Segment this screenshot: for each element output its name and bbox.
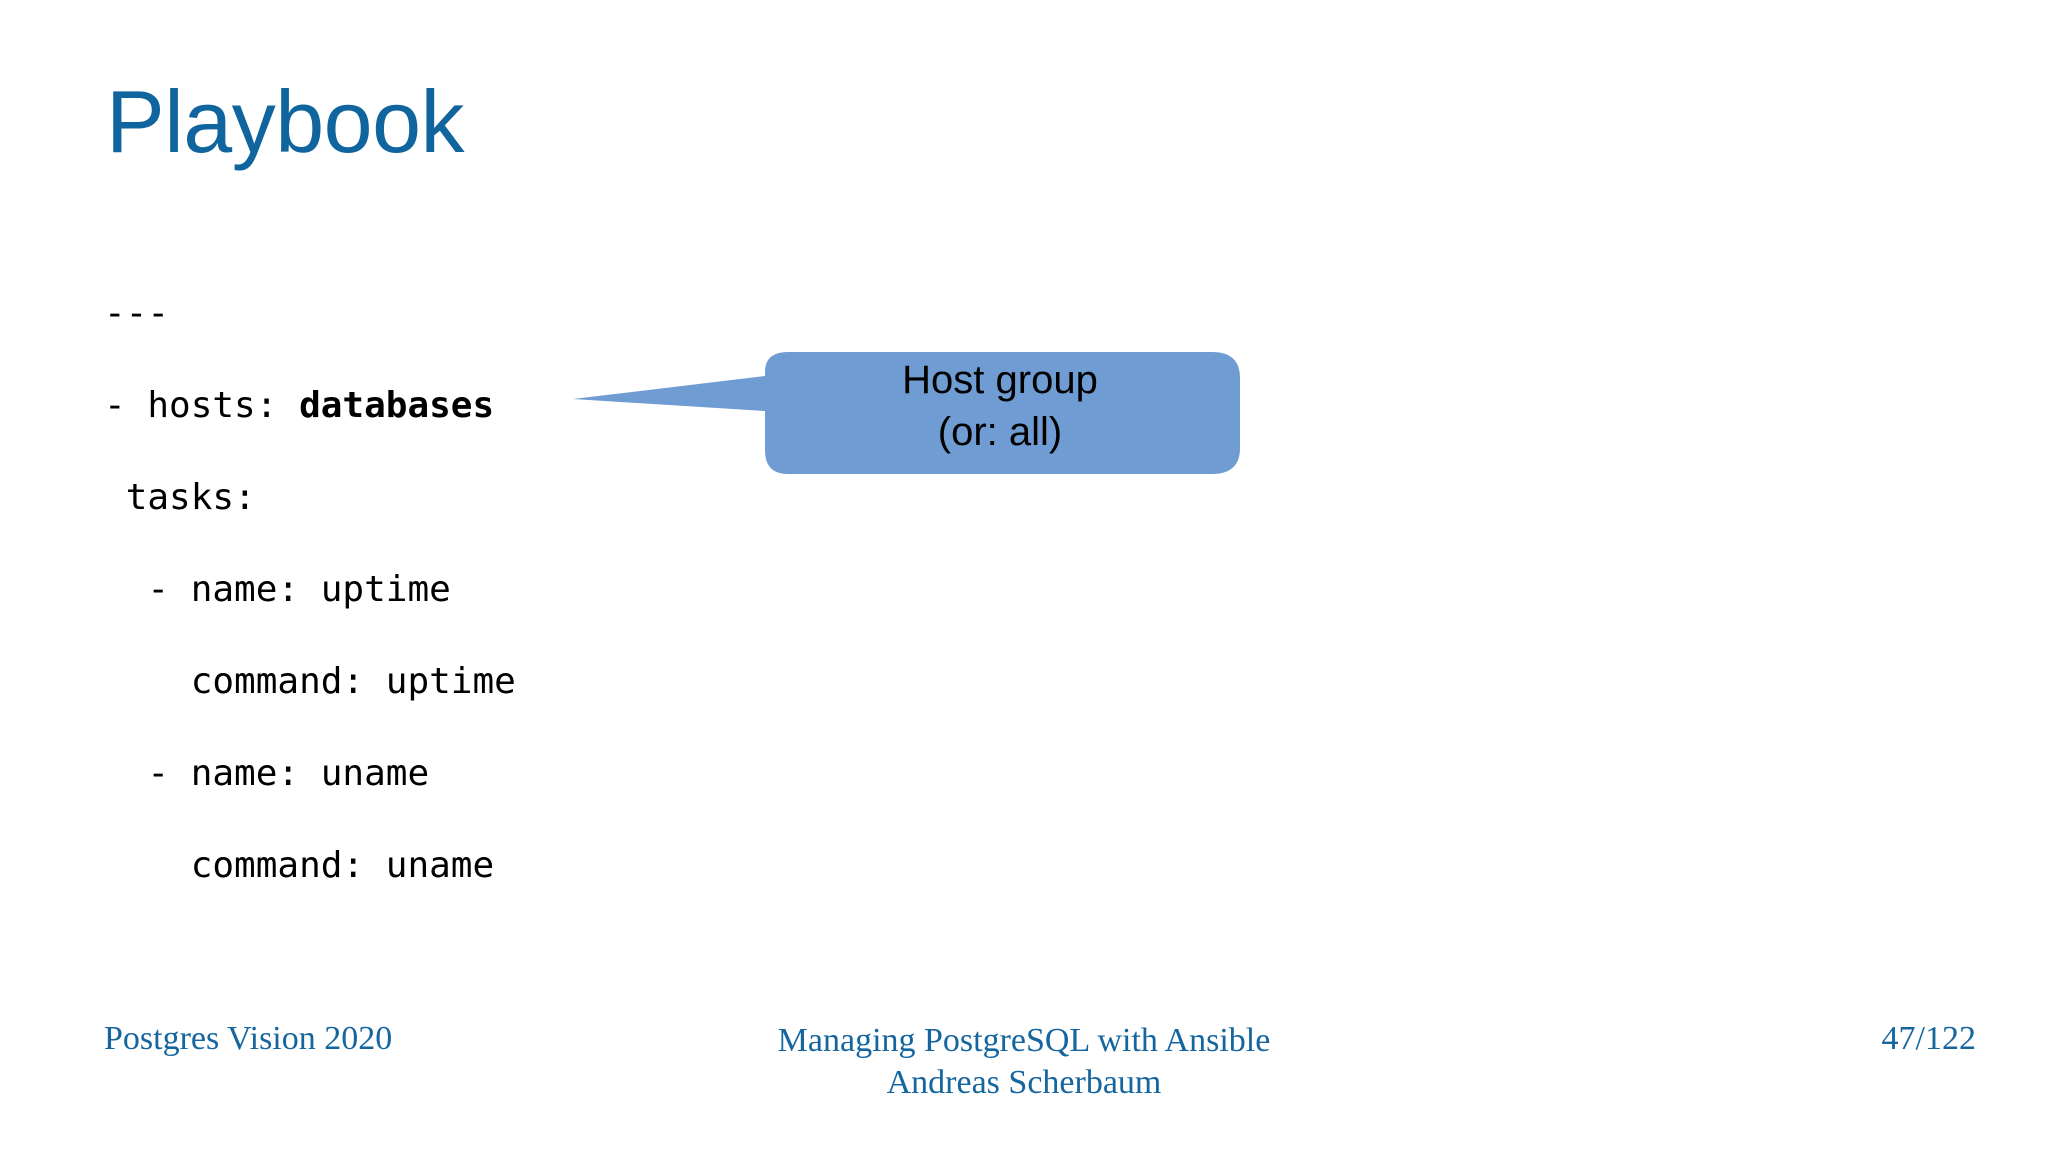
code-line-text: - name: uname [147, 753, 430, 794]
code-line: - name: uptime [104, 544, 924, 636]
footer-speaker-name: Andreas Scherbaum [886, 1064, 1162, 1101]
code-line-text: command: uname [190, 845, 495, 886]
page-title: Playbook [106, 72, 465, 171]
code-line-indent [104, 661, 191, 702]
code-line: command: uname [104, 820, 924, 912]
code-line-indent [104, 569, 147, 610]
code-line: tasks: [104, 452, 924, 544]
code-line-text: command: uptime [190, 661, 516, 702]
callout-bubble: Host group (or: all) [560, 338, 1240, 474]
footer: Postgres Vision 2020 Managing PostgreSQL… [0, 1020, 2048, 1110]
code-line: --- [104, 268, 924, 360]
page-number: 47/122 [1881, 1020, 1976, 1057]
code-line-indent [104, 753, 147, 794]
footer-event-name: Postgres Vision 2020 [104, 1020, 393, 1057]
code-block: --- - hosts: databases tasks: - name: up… [104, 268, 924, 912]
code-line-text: tasks: [125, 477, 256, 518]
callout-shape-icon [573, 352, 1240, 474]
code-line-indent [104, 845, 191, 886]
code-line-text: - hosts: [104, 385, 300, 426]
code-line-emphasis: databases [299, 385, 495, 426]
footer-talk-title: Managing PostgreSQL with Ansible [777, 1022, 1271, 1059]
code-line-indent [104, 477, 126, 518]
footer-talk-info: Managing PostgreSQL with Ansible Andreas… [0, 1020, 2048, 1104]
code-line: - name: uname [104, 728, 924, 820]
code-line: - hosts: databases [104, 360, 924, 452]
code-line: command: uptime [104, 636, 924, 728]
code-line-text: - name: uptime [147, 569, 451, 610]
code-line-text: --- [104, 293, 170, 334]
